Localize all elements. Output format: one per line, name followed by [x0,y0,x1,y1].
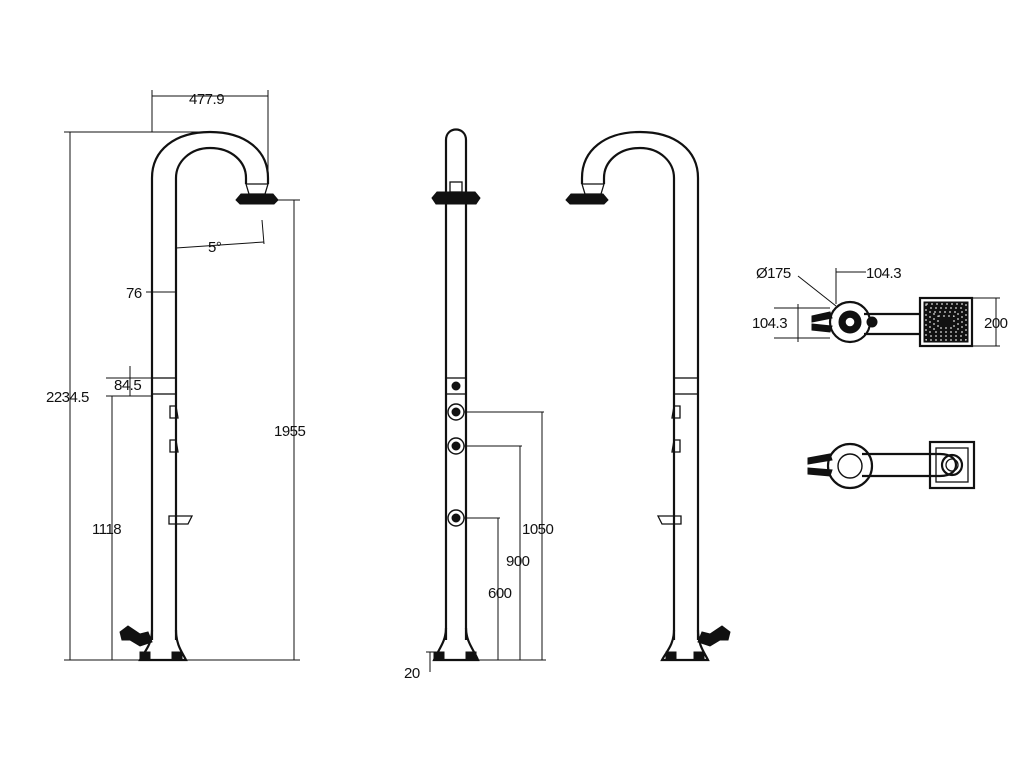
front-head-connector [245,183,269,195]
dim-valve-top: 1050 [464,411,554,660]
side-view: 1050 900 600 20 [404,128,554,682]
side-valve-bottom [447,509,465,527]
top-showerhead [918,296,974,348]
rear-head-connector [581,183,605,195]
side-head-connector [449,181,463,193]
rear-column-inner [602,146,676,640]
bottom-view [807,440,976,490]
label-offset-top: 104.3 [866,265,901,282]
side-base-flare [432,627,480,662]
dim-head-diameter: Ø175 [756,265,837,307]
label-valve-bottom: 600 [488,585,512,602]
side-valve-middle [447,437,465,455]
label-control-height: 1118 [92,521,121,538]
front-showerhead [235,193,279,205]
side-band-knob [451,381,461,391]
bottom-taps [807,453,833,477]
side-band [445,377,467,395]
front-column-inner [174,146,248,640]
label-offset-left: 104.3 [752,315,787,332]
dim-valve-middle: 900 [464,445,530,660]
side-showerhead [431,191,481,205]
side-base-foot-right [465,651,477,661]
label-valve-middle: 900 [506,553,530,570]
side-valve-top [447,403,465,421]
dim-control-height: 1118 [92,396,122,660]
label-valve-top: 1050 [522,521,554,538]
bottom-wall-flange [928,440,976,490]
label-showerhead-height: 1955 [274,423,306,440]
front-column-outer [150,130,270,640]
label-pipe-diameter: 76 [126,285,142,302]
dim-base: 20 [404,651,440,682]
front-base-foot-left [139,651,151,661]
side-base-foot-left [433,651,445,661]
front-band [151,377,177,395]
dim-spout-angle: 5° [175,219,265,256]
side-column [444,128,468,640]
front-foot-tap [119,625,153,647]
dim-band-height: 84.5 [106,366,152,397]
rear-view [565,130,731,662]
rear-showerhead [565,193,609,205]
label-spout-reach: 477.9 [189,91,224,108]
dim-offset-left: 104.3 [752,304,830,342]
label-band-height: 84.5 [114,377,141,394]
label-head-diameter: Ø175 [756,265,791,282]
dim-pipe-diameter: 76 [126,285,176,302]
front-foot-rest [168,515,194,525]
label-spout-angle: 5° [208,239,222,256]
top-view: Ø175 104.3 104.3 200 [752,265,1008,348]
label-base: 20 [404,665,420,682]
rear-valve-2 [671,439,681,453]
front-base-foot-right [171,651,183,661]
label-head-size: 200 [984,315,1008,332]
top-showerhead-nozzles [925,303,967,341]
front-valve-1 [169,405,179,419]
dim-spout-reach: 477.9 [151,90,269,184]
dim-offset-top: 104.3 [835,265,902,304]
dim-total-height: 2234.5 [46,131,210,661]
label-total-height: 2234.5 [46,389,89,406]
bottom-column-ring [826,442,874,490]
dim-valve-bottom: 600 [464,517,512,660]
top-taps [811,311,833,333]
rear-base-foot-right [693,651,705,661]
dim-head-size: 200 [972,297,1008,347]
dim-showerhead-height: 1955 [186,199,306,661]
rear-column-outer [580,130,700,640]
rear-foot-rest [656,515,682,525]
rear-valve-1 [671,405,681,419]
front-valve-2 [169,439,179,453]
rear-foot-tap [697,625,731,647]
rear-base-foot-left [665,651,677,661]
front-view: 477.9 5° 76 2234.5 84.5 1955 [46,90,306,662]
rear-band [673,377,699,395]
